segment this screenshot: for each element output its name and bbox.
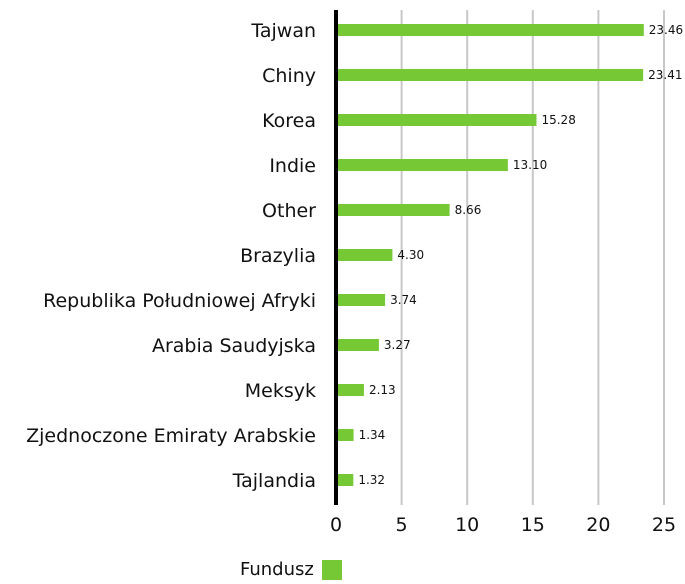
bar <box>336 384 364 396</box>
bar <box>336 474 354 486</box>
data-label: 8.66 <box>455 203 482 217</box>
legend: Fundusz <box>240 559 342 580</box>
bar <box>336 204 450 216</box>
x-tick-label: 0 <box>330 514 342 536</box>
bar <box>336 249 393 261</box>
x-tick-label: 20 <box>586 514 610 536</box>
bar <box>336 159 508 171</box>
category-label: Indie <box>269 155 316 177</box>
category-label: Chiny <box>262 65 316 87</box>
data-label: 1.32 <box>358 473 385 487</box>
x-tick-label: 25 <box>652 514 676 536</box>
category-label: Brazylia <box>240 245 316 267</box>
data-label: 23.46 <box>649 23 683 37</box>
data-label: 4.30 <box>397 248 424 262</box>
category-label: Tajlandia <box>232 470 316 492</box>
bar <box>336 114 537 126</box>
x-tick-label: 5 <box>396 514 408 536</box>
data-label: 1.34 <box>359 428 386 442</box>
bar <box>336 69 644 81</box>
data-label: 3.74 <box>390 293 417 307</box>
category-label: Meksyk <box>245 380 316 402</box>
category-label: Arabia Saudyjska <box>152 335 316 357</box>
bar <box>336 294 386 306</box>
category-label: Republika Południowej Afryki <box>43 290 316 312</box>
legend-swatch <box>321 559 342 580</box>
data-label: 3.27 <box>384 338 411 352</box>
category-label: Korea <box>262 110 316 132</box>
data-label: 15.28 <box>541 113 575 127</box>
category-label: Tajwan <box>250 20 316 42</box>
category-label: Other <box>262 200 316 222</box>
bar <box>336 339 379 351</box>
x-tick-label: 10 <box>455 514 479 536</box>
data-label: 13.10 <box>513 158 547 172</box>
legend-label: Fundusz <box>240 559 314 580</box>
category-label: Zjednoczone Emiraty Arabskie <box>26 425 316 447</box>
bar <box>336 429 354 441</box>
x-tick-label: 15 <box>521 514 545 536</box>
bar <box>336 24 644 36</box>
data-label: 23.41 <box>648 68 682 82</box>
data-label: 2.13 <box>369 383 396 397</box>
